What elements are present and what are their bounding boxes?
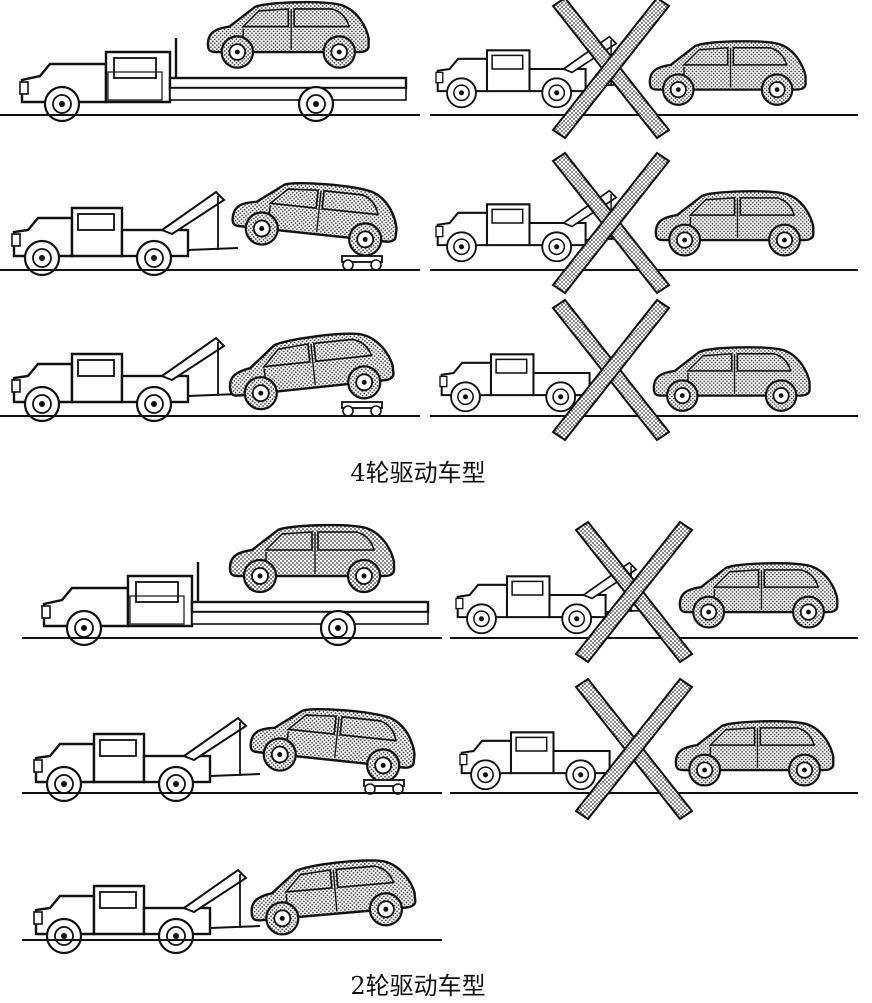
caption-2wd: 2轮驱动车型 — [350, 972, 486, 1000]
hatchback-car-icon — [208, 2, 369, 68]
wheel-dolly-icon — [363, 779, 405, 795]
hatchback-car-icon — [226, 329, 396, 413]
hatchback-car-icon — [230, 175, 400, 259]
hatchback-car-icon — [248, 856, 417, 937]
scene-2wd-prohibited-2 — [450, 678, 858, 820]
hatchback-car-icon — [676, 721, 833, 785]
hatchback-car-icon — [230, 525, 394, 592]
tow-truck-icon — [440, 354, 590, 411]
hatchback-car-icon — [680, 563, 837, 627]
scene-2wd-prohibited-1 — [450, 521, 858, 663]
scene-4wd-prohibited-2 — [430, 152, 858, 294]
caption-4wd: 4轮驱动车型 — [350, 459, 486, 487]
tow-truck-icon — [34, 717, 261, 801]
prohibited-cross-icon — [575, 678, 693, 820]
scene-4wd-dolly-2 — [0, 329, 420, 421]
prohibited-cross-icon — [552, 299, 670, 441]
tow-truck-icon — [460, 732, 610, 789]
tow-truck-icon — [12, 191, 239, 275]
scene-4wd-dolly-1 — [0, 175, 420, 275]
scene-4wd-prohibited-3 — [430, 299, 858, 441]
wheel-dolly-icon — [341, 401, 383, 417]
hatchback-car-icon — [656, 191, 813, 255]
wheel-dolly-icon — [341, 255, 383, 271]
scene-2wd-flatbed — [22, 525, 442, 645]
scene-4wd-prohibited-1 — [430, 0, 858, 139]
hatchback-car-icon — [650, 41, 806, 105]
scene-2wd-dolly — [22, 701, 442, 801]
hatchback-car-icon — [654, 347, 810, 411]
scene-4wd-flatbed — [0, 2, 420, 121]
hatchback-car-icon — [248, 701, 418, 785]
tow-truck-icon — [12, 337, 239, 421]
scene-2wd-rear-lift — [22, 856, 442, 953]
